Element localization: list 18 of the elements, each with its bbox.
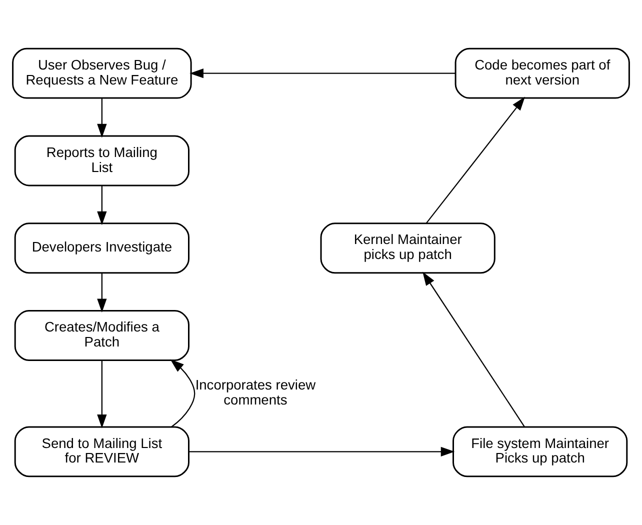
edge-label: Incorporates review comments	[195, 378, 316, 408]
arrow	[97, 272, 107, 313]
node-box: Code becomes part of next version	[454, 48, 630, 99]
arrow	[97, 360, 107, 428]
node-box: File system Maintainer Picks up patch	[452, 426, 628, 478]
node-box: Kernel Maintainer picks up patch	[320, 222, 496, 274]
arrow	[97, 186, 107, 226]
node-box: User Observes Bug / Requests a New Feature	[12, 48, 192, 99]
arrow	[188, 446, 455, 457]
node-box: Send to Mailing List for REVIEW	[14, 426, 190, 478]
arrow	[422, 272, 525, 427]
arrow	[426, 96, 526, 224]
arrow	[97, 98, 107, 138]
node-box: Creates/Modifies a Patch	[14, 310, 190, 361]
arrow	[190, 68, 456, 78]
arrow	[170, 359, 196, 428]
node-box: Developers Investigate	[14, 222, 190, 274]
node-box: Reports to Mailing List	[14, 135, 190, 186]
